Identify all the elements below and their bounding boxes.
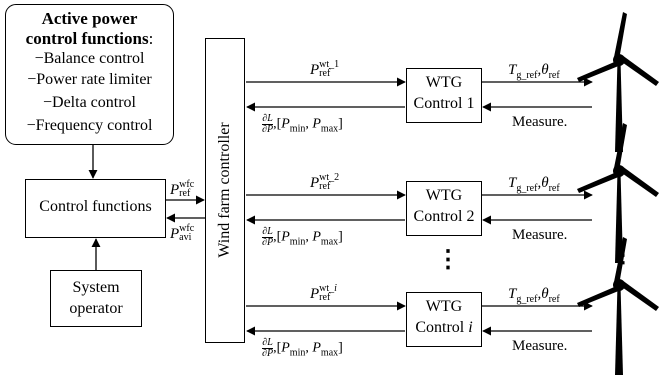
active-power-title: Active power bbox=[41, 9, 138, 28]
wind-turbine-icon-2 bbox=[577, 123, 659, 263]
wtg-control-label-2: Control 2 bbox=[413, 208, 475, 225]
wtg-control-box-2 bbox=[406, 181, 482, 236]
torque-wt2-label: Tg_ref,θref bbox=[508, 175, 560, 194]
measure-wt2-label: Measure. bbox=[512, 227, 568, 243]
feedback-wt1-label: ∂L ∂P ,[Pmin, Pmax] bbox=[262, 113, 343, 135]
wtg-control-label-1: Control 1 bbox=[413, 95, 475, 112]
system-operator-line1: System bbox=[72, 279, 120, 296]
ellipsis-wtg: ⋮ bbox=[436, 247, 460, 273]
measure-wt1-label: Measure. bbox=[512, 114, 568, 130]
torque-wti-label: Tg_ref,θref bbox=[508, 286, 560, 305]
active-power-item-4: −Frequency control bbox=[26, 117, 153, 134]
ellipsis-turbine: ⋮ bbox=[612, 242, 634, 267]
feedback-wt2-label: ∂L ∂P ,[Pmin, Pmax] bbox=[262, 226, 343, 248]
wind-farm-controller-label: Wind farm controller bbox=[216, 122, 233, 258]
wind-farm-controller-box bbox=[205, 38, 245, 343]
active-power-item-2: −Power rate limiter bbox=[27, 71, 152, 88]
system-operator-line2: operator bbox=[69, 300, 123, 317]
wind-turbine-icon-i bbox=[577, 237, 659, 375]
torque-wt1-label: Tg_ref,θref bbox=[508, 62, 560, 81]
active-power-item-1: −Balance control bbox=[34, 50, 145, 67]
control-functions-box bbox=[25, 179, 166, 238]
active-power-title-line2: control functions: bbox=[25, 29, 154, 48]
active-power-item-3: −Delta control bbox=[43, 94, 136, 111]
system-operator-box bbox=[50, 270, 142, 327]
wtg-title-i: WTG bbox=[425, 298, 463, 315]
wtg-control-box-1 bbox=[406, 68, 482, 123]
measure-wti-label: Measure. bbox=[512, 338, 568, 354]
wtg-control-box-i bbox=[406, 292, 482, 347]
wtg-title-2: WTG bbox=[425, 187, 463, 204]
active-power-box bbox=[5, 4, 174, 145]
wind-turbine-icon-1 bbox=[577, 12, 659, 152]
wtg-control-label-i: Control i bbox=[415, 319, 473, 336]
wtg-title-1: WTG bbox=[425, 74, 463, 91]
control-functions-label: Control functions bbox=[39, 198, 152, 215]
feedback-wti-label: ∂L ∂P ,[Pmin, Pmax] bbox=[262, 337, 343, 359]
